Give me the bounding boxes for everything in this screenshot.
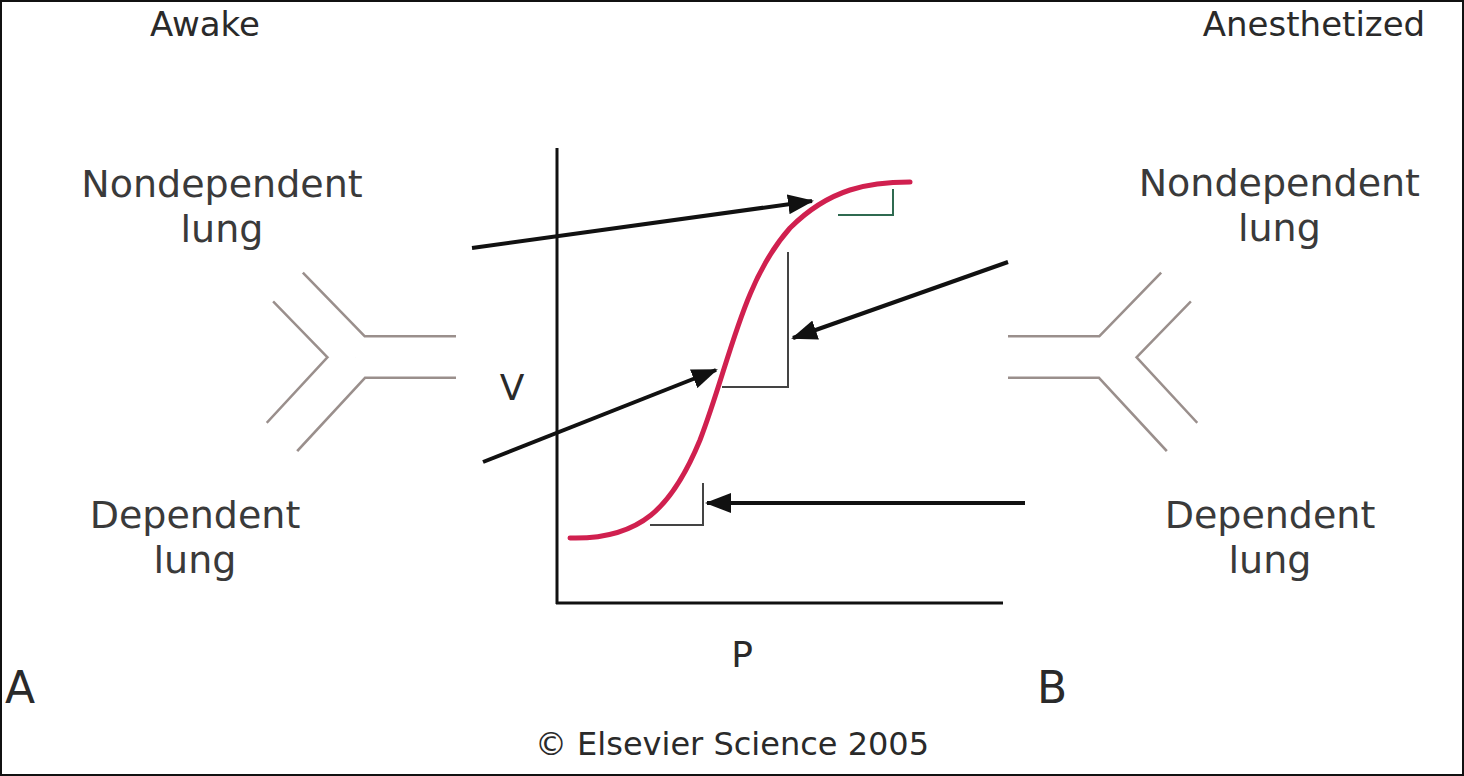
label-holder: Awake — [150, 6, 260, 43]
label-holder: V — [500, 368, 525, 408]
figure-label: © Elsevier Science 2005 — [535, 727, 929, 762]
figure-label: P — [731, 635, 753, 675]
bronchi-right — [1004, 285, 1184, 439]
pointer-arrow — [707, 501, 1025, 505]
figure-label: A — [5, 664, 35, 712]
lung-body — [1012, 381, 1451, 640]
label-holder: Anesthetized — [1203, 6, 1425, 43]
lung-body — [29, 381, 455, 640]
label-holder: © Elsevier Science 2005 — [535, 727, 929, 762]
label-holder: B — [1037, 664, 1067, 712]
lung-shape: Dependent lung — [22, 378, 455, 640]
pointer-arrow — [793, 262, 1008, 338]
figure-label: Awake — [150, 6, 260, 43]
bronchi-left — [280, 285, 460, 439]
lung-label: Dependent lung — [90, 493, 301, 583]
lung-shape: Nondependent lung — [1012, 68, 1460, 343]
label-holder: P — [731, 635, 753, 675]
pressure-axis — [556, 602, 1003, 605]
volume-axis — [556, 148, 559, 604]
lung-shape: Nondependent lung — [22, 68, 465, 345]
pointer-arrow — [472, 201, 812, 248]
lung-label: Nondependent lung — [81, 162, 362, 252]
pressure-volume-curve — [570, 182, 910, 538]
figure-label: V — [500, 368, 525, 408]
lung-shape: Dependent lung — [1012, 378, 1458, 640]
compliance-triangle — [722, 252, 788, 387]
label-holder: A — [5, 664, 35, 712]
lung-label: Nondependent lung — [1139, 161, 1420, 251]
lung-body — [32, 73, 465, 345]
bronchus-fill — [280, 285, 460, 439]
bronchus-fill — [1004, 285, 1184, 439]
lung-outline — [22, 68, 465, 345]
lung-outline — [1012, 68, 1460, 343]
lung-body — [1012, 73, 1450, 343]
lung-label: Dependent lung — [1165, 493, 1376, 583]
figure-label: B — [1037, 664, 1067, 712]
figure-label: Anesthetized — [1203, 6, 1425, 43]
